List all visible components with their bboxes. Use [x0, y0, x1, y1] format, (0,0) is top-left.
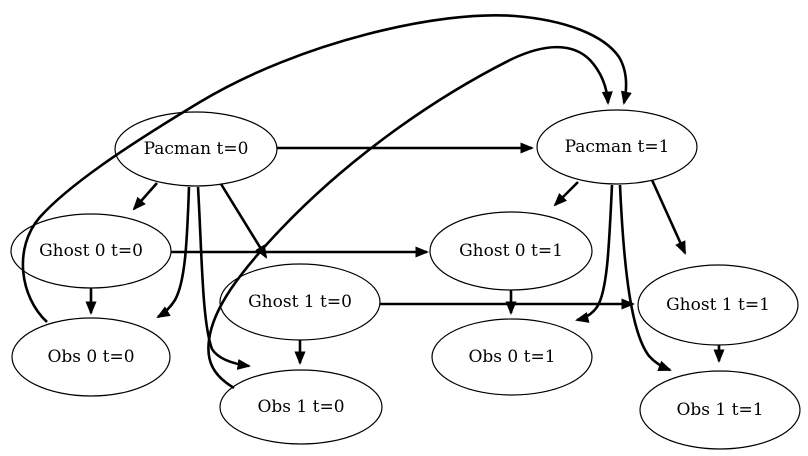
- node-label: Obs 1 t=0: [257, 397, 344, 417]
- node-label: Ghost 1 t=1: [666, 295, 770, 315]
- node-label: Pacman t=1: [565, 137, 670, 157]
- node-label: Obs 0 t=1: [468, 347, 555, 367]
- node-label: Ghost 0 t=0: [39, 241, 143, 261]
- edge-pacman-t1-to-obs0-t1: [575, 184, 614, 323]
- node-ellipse: [536, 109, 698, 185]
- node-ghost0-t1: Ghost 0 t=1: [429, 211, 593, 291]
- node-label: Ghost 1 t=0: [248, 292, 352, 312]
- node-label: Pacman t=0: [144, 139, 249, 159]
- node-obs1-t0: Obs 1 t=0: [219, 369, 383, 445]
- node-ghost1-t1: Ghost 1 t=1: [637, 264, 799, 346]
- edge-obs0-t0-to-pacman-t1: [21, 14, 632, 323]
- edge-pacman-t1-to-ghost1-t1: [650, 179, 687, 255]
- node-ghost1-t0: Ghost 1 t=0: [219, 263, 381, 341]
- node-label: Ghost 0 t=1: [459, 241, 563, 261]
- node-obs1-t1: Obs 1 t=1: [639, 370, 801, 450]
- edge-pacman-t1-to-ghost0-t1: [553, 181, 579, 207]
- node-pacman-t1: Pacman t=1: [536, 109, 698, 185]
- node-label: Obs 0 t=0: [47, 347, 134, 367]
- node-ellipse: [219, 369, 383, 445]
- node-ellipse: [11, 317, 171, 397]
- edge-obs1-t0-to-pacman-t1: [207, 45, 613, 390]
- node-pacman-t0: Pacman t=0: [114, 111, 278, 187]
- edge-pacman-t0-to-ghost0-t0: [132, 182, 158, 211]
- node-label: Obs 1 t=1: [676, 400, 763, 420]
- edge-pacman-t0-to-obs0-t0: [156, 186, 191, 319]
- node-obs0-t0: Obs 0 t=0: [11, 317, 171, 397]
- edge-pacman-t0-to-ghost1-t0: [219, 183, 268, 259]
- edge-pacman-t1-to-obs1-t1: [618, 184, 672, 372]
- node-obs0-t1: Obs 0 t=1: [431, 318, 593, 396]
- node-ellipse: [639, 370, 801, 450]
- node-ghost0-t0: Ghost 0 t=0: [10, 213, 172, 289]
- node-ellipse: [431, 318, 593, 396]
